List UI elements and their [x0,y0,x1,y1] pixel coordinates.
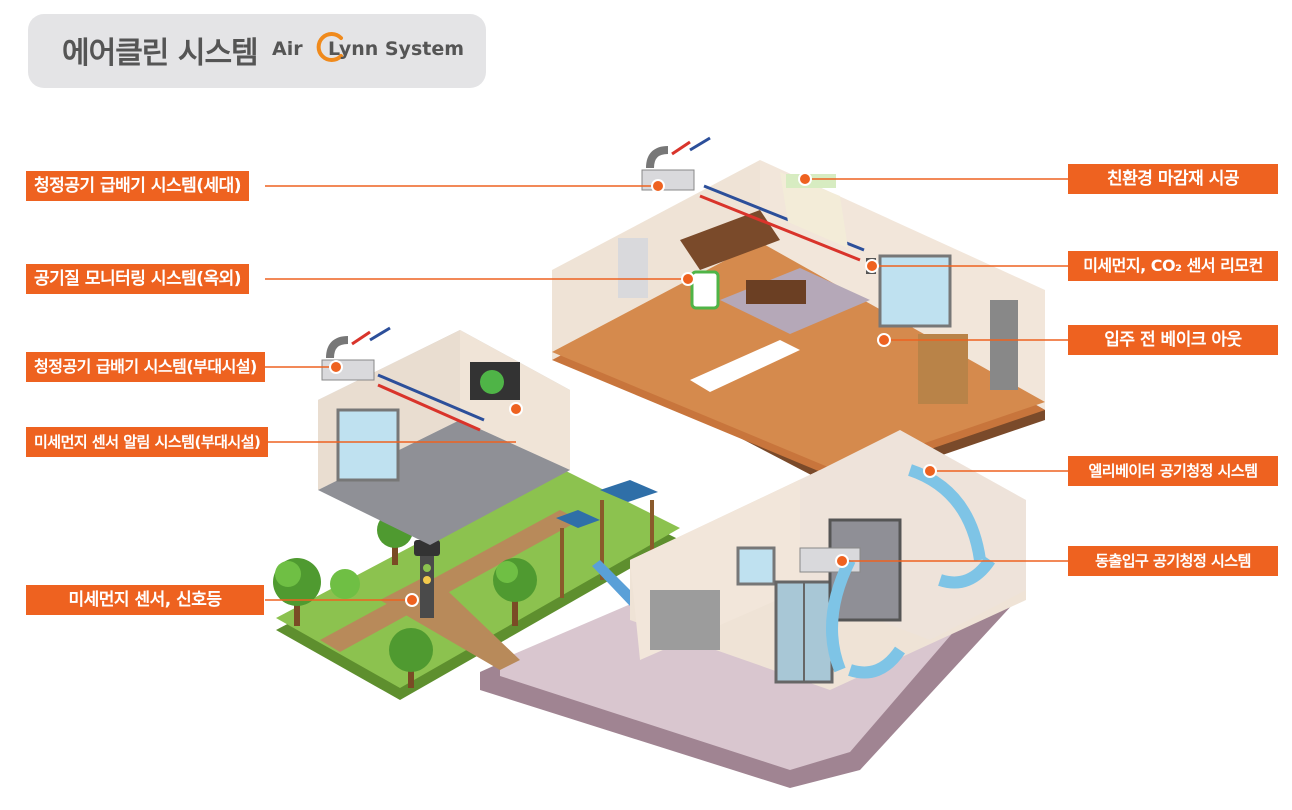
callout-elevator-air-purifier: 엘리베이터 공기청정 시스템 [1068,456,1278,486]
page-title: 에어클린 시스템 [62,36,259,71]
elevator-icon [774,518,902,684]
brand-name: Lynn System [328,38,465,60]
callout-bake-out: 입주 전 베이크 아웃 [1068,325,1278,355]
callout-supply-exhaust-amenity: 청정공기 급배기 시스템(부대시설) [26,352,265,382]
lobby [630,430,1026,690]
callout-supply-exhaust-unit: 청정공기 급배기 시스템(세대) [26,171,250,201]
playground [556,480,658,606]
brand-logo-icon [316,32,343,62]
apartment-unit [552,160,1045,490]
callout-eco-finish: 친환경 마감재 시공 [1068,164,1278,194]
title-bar [28,14,486,88]
callout-co2-sensor-remote: 미세먼지, CO₂ 센서 리모컨 [1068,251,1278,281]
callout-dust-alert-amenity: 미세먼지 센서 알림 시스템(부대시설) [26,427,269,457]
traffic-light-icon [414,540,440,618]
callout-entrance-air-purifier: 동출입구 공기청정 시스템 [1068,546,1278,576]
brand-air: Air [272,38,303,60]
callout-dots [329,172,937,607]
air-flow-arrow-icon [826,464,995,679]
tree-icon [273,512,537,688]
callout-air-quality-monitoring: 공기질 모니터링 시스템(옥외) [26,264,250,294]
gym-room [318,330,570,545]
callout-dust-sensor-traffic-light: 미세먼지 센서, 신호등 [26,585,264,615]
leader-lines [265,178,1068,601]
